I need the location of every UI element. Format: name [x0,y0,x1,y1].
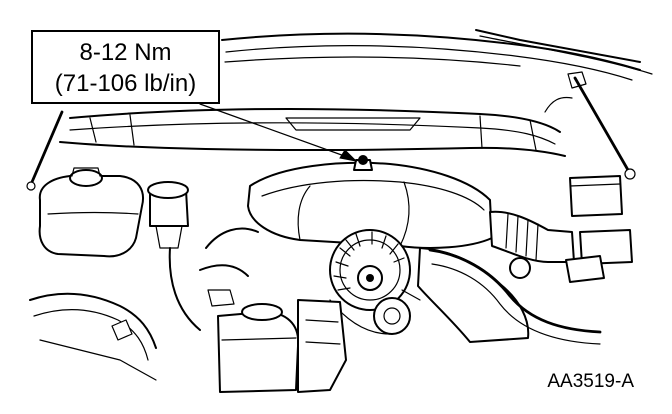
power-steering-reservoir [217,303,300,393]
intake-plenum [247,161,493,249]
radiator-hose [428,248,602,345]
engine-block-lower [297,247,530,393]
brake-master-cylinder [147,181,201,331]
coolant-reservoir [38,167,144,258]
torque-spec-callout: 8-12 Nm (71-106 lb/in) [31,30,220,104]
torque-spec-metric: 8-12 Nm [79,39,172,66]
wiring-harness-left [29,292,157,381]
callout-leader-arrow [199,103,358,162]
hood-strut-right [567,71,636,180]
air-intake-duct [489,210,575,263]
hood-outline [221,29,653,81]
torque-spec-imperial: (71-106 lb/in) [54,70,197,97]
figure-id-label: AA3519-A [547,371,634,392]
cowl-panel [59,96,573,157]
relay-box [565,175,633,283]
pulley-assembly [329,289,421,335]
vacuum-hoses [199,227,259,307]
alternator [329,229,411,311]
hood-strut-left [26,110,64,191]
plenum-bolt [353,155,373,171]
